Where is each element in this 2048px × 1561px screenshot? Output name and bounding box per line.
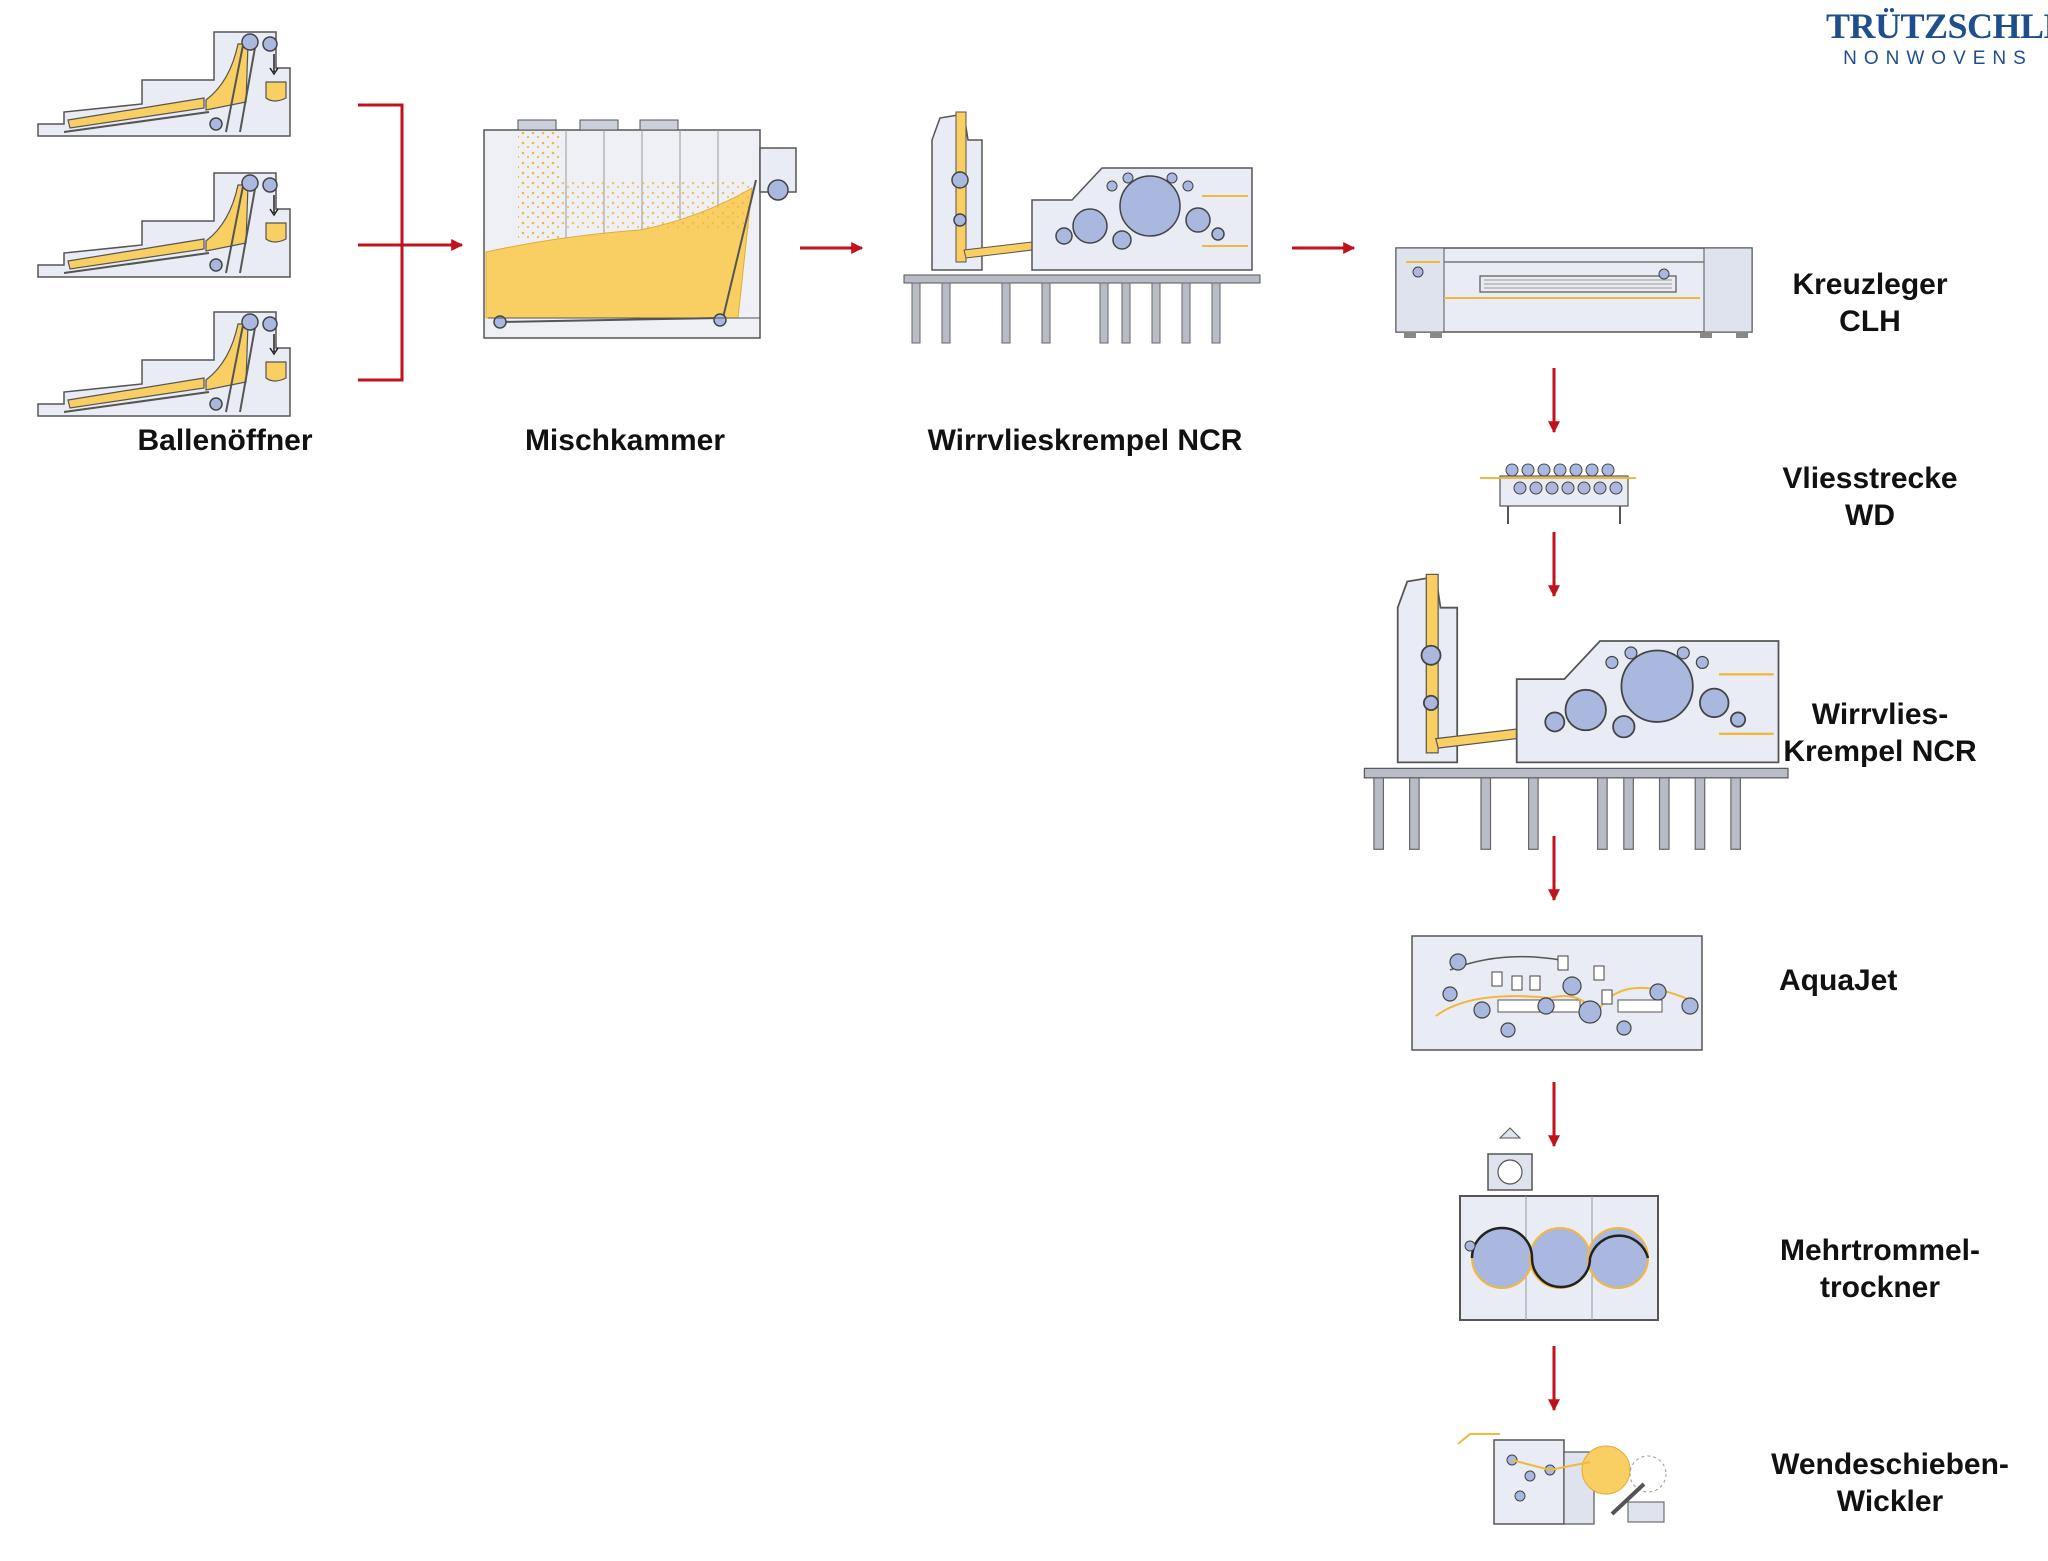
mixing-chamber-machine <box>483 119 797 339</box>
label-drafter-line2: WD <box>1845 499 1895 532</box>
card-top-machine <box>903 111 1261 344</box>
label-card-top: Wirrvlieskrempel NCR <box>927 424 1243 457</box>
bale-opener-2 <box>37 172 291 278</box>
crosslapper-machine <box>1395 247 1753 338</box>
label-dryer-line1: Mehrtrommel- <box>1779 1234 1981 1267</box>
label-winder: Wendeschieben- Wickler <box>1760 1446 2020 1520</box>
label-crosslapper-line2: CLH <box>1839 305 1901 338</box>
label-crosslapper-line1: Kreuzleger <box>1792 268 1948 301</box>
label-drafter-line1: Vliesstrecke <box>1782 462 1958 495</box>
label-crosslapper: Kreuzleger CLH <box>1760 266 1980 340</box>
web-drafter-machine <box>1480 463 1636 524</box>
label-card-right-line2: Krempel NCR <box>1783 735 1977 768</box>
label-mixing-chamber: Mischkammer <box>524 424 726 457</box>
aquajet-machine <box>1411 935 1703 1051</box>
bale-opener-collector-line <box>358 103 404 382</box>
label-winder-line2: Wickler <box>1836 1485 1944 1518</box>
brand-division-text: NONWOVENS <box>1843 48 2033 69</box>
label-aquajet: AquaJet <box>1779 964 1898 997</box>
winder-machine <box>1457 1433 1667 1525</box>
label-bale-opener: Ballenöffner <box>137 424 313 457</box>
label-dryer-line2: trockner <box>1819 1271 1941 1304</box>
label-winder-line1: Wendeschieben- <box>1771 1448 2009 1481</box>
label-dryer: Mehrtrommel- trockner <box>1760 1232 2000 1306</box>
label-card-right: Wirrvlies- Krempel NCR <box>1760 696 2000 770</box>
dryer-machine <box>1459 1127 1659 1321</box>
card-right-machine <box>1363 573 1790 851</box>
label-drafter: Vliesstrecke WD <box>1760 460 1980 534</box>
bale-opener-3 <box>37 311 291 417</box>
label-card-right-line1: Wirrvlies- <box>1811 698 1949 731</box>
brand-logo-text: TRÜTZSCHLER <box>1826 6 2048 46</box>
bale-opener-1 <box>37 31 291 137</box>
